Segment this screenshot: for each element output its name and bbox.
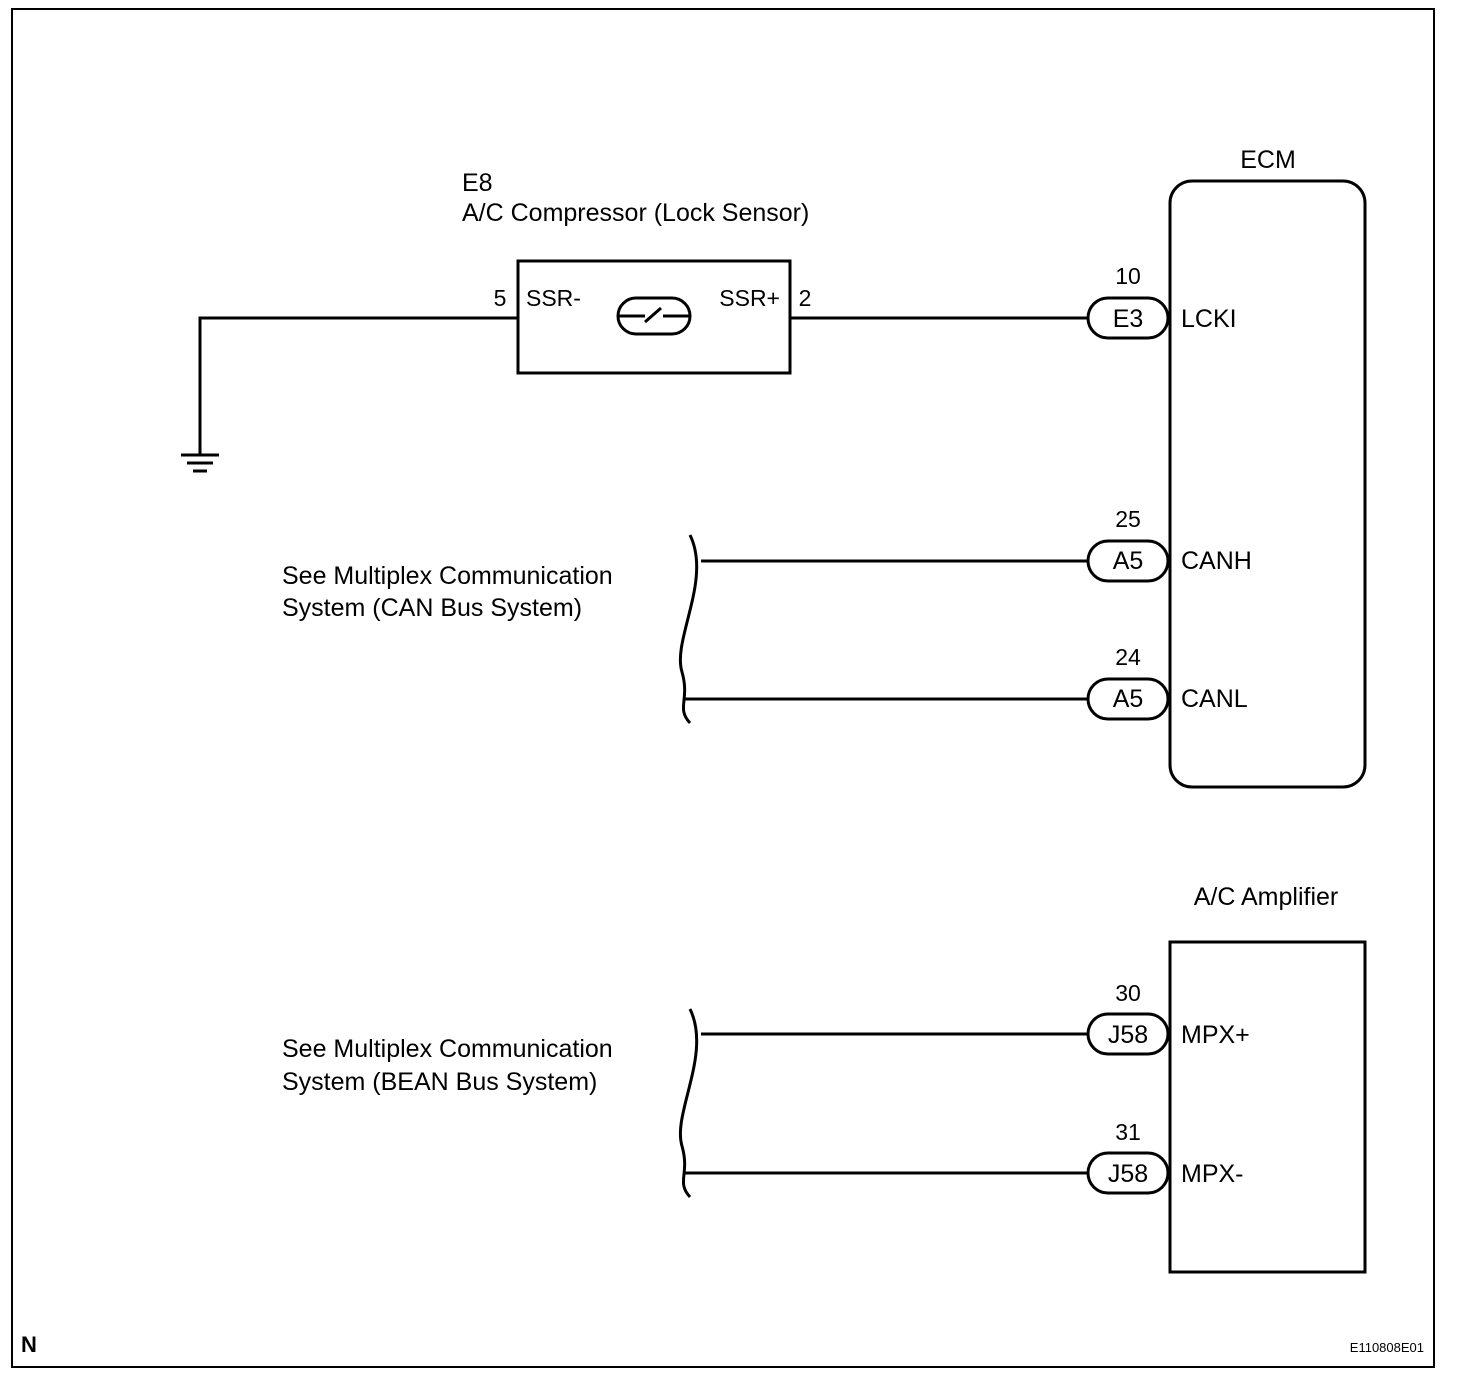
compressor-pin-left-label: SSR- bbox=[526, 285, 581, 311]
compressor-connector-id: E8 bbox=[462, 169, 493, 197]
compressor-pin-right-number: 2 bbox=[799, 285, 812, 311]
ecm-connector-a5-canh-label: A5 bbox=[1113, 547, 1144, 575]
compressor-pin-right-label: SSR+ bbox=[719, 285, 780, 311]
ecm-pin-10-number: 10 bbox=[1115, 263, 1141, 289]
amplifier-pin-mpx-minus-label: MPX- bbox=[1181, 1160, 1244, 1188]
can-bus-break-icon bbox=[679, 534, 699, 725]
bean-bus-break-icon bbox=[679, 1008, 699, 1199]
amplifier-connector-j58-plus-label: J58 bbox=[1108, 1021, 1148, 1049]
amplifier-box bbox=[1168, 940, 1367, 1274]
ecm-pin-canl-label: CANL bbox=[1181, 685, 1248, 713]
ecm-box bbox=[1168, 179, 1367, 789]
ground-icon bbox=[181, 453, 219, 473]
bean-reference-line1: See Multiplex Communication bbox=[282, 1035, 613, 1063]
ecm-connector-a5-canl-label: A5 bbox=[1113, 685, 1144, 713]
diagram-frame bbox=[11, 8, 1435, 1368]
ecm-pin-lcki-label: LCKI bbox=[1181, 305, 1237, 333]
ecm-connector-e3 bbox=[1086, 296, 1170, 340]
compressor-box bbox=[516, 259, 792, 375]
ground-wire bbox=[198, 316, 518, 455]
amplifier-connector-j58-minus bbox=[1086, 1151, 1170, 1195]
ecm-pin-canh-label: CANH bbox=[1181, 547, 1252, 575]
ecm-pin-24-number: 24 bbox=[1115, 644, 1141, 670]
compressor-name: A/C Compressor (Lock Sensor) bbox=[462, 199, 809, 227]
ecm-connector-a5-canh bbox=[1086, 539, 1170, 583]
lock-sensor-switch-icon bbox=[616, 296, 692, 336]
can-reference-line1: See Multiplex Communication bbox=[282, 562, 613, 590]
amplifier-pin-mpx-plus-label: MPX+ bbox=[1181, 1021, 1250, 1049]
ecm-connector-e3-label: E3 bbox=[1113, 305, 1144, 333]
amplifier-connector-j58-plus bbox=[1086, 1012, 1170, 1056]
amplifier-pin-31-number: 31 bbox=[1115, 1119, 1141, 1145]
bean-reference-line2: System (BEAN Bus System) bbox=[282, 1068, 597, 1096]
compressor-pin-left-number: 5 bbox=[494, 285, 507, 311]
ecm-connector-a5-canl bbox=[1086, 677, 1170, 721]
amplifier-title: A/C Amplifier bbox=[1194, 883, 1338, 911]
amplifier-pin-30-number: 30 bbox=[1115, 980, 1141, 1006]
figure-id: E110808E01 bbox=[1350, 1340, 1424, 1355]
amplifier-connector-j58-minus-label: J58 bbox=[1108, 1160, 1148, 1188]
ecm-pin-25-number: 25 bbox=[1115, 506, 1141, 532]
can-reference-line2: System (CAN Bus System) bbox=[282, 594, 582, 622]
corner-mark: N bbox=[21, 1332, 37, 1357]
ecm-title: ECM bbox=[1240, 146, 1296, 174]
